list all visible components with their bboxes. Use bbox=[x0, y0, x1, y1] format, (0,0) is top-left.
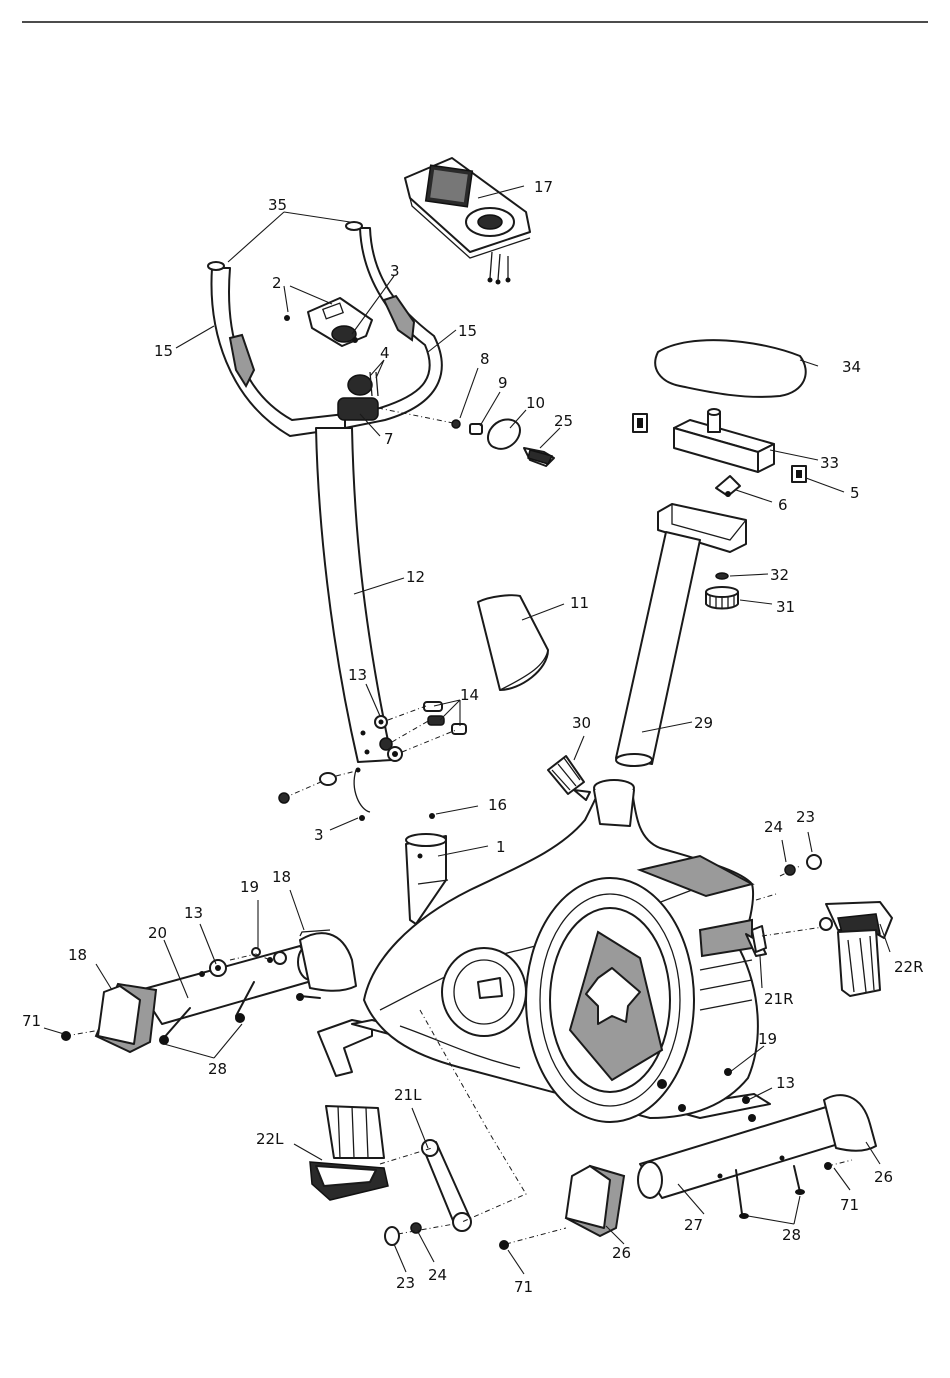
handle-knob-hardware bbox=[378, 408, 554, 466]
label-19-right: 19 bbox=[758, 1030, 777, 1048]
label-10: 10 bbox=[526, 394, 545, 412]
label-23-right: 23 bbox=[796, 808, 815, 826]
label-21R: 21R bbox=[764, 990, 794, 1008]
label-28-front: 28 bbox=[208, 1060, 227, 1078]
label-27: 27 bbox=[684, 1216, 703, 1234]
label-11: 11 bbox=[570, 594, 589, 612]
label-7: 7 bbox=[384, 430, 394, 448]
seat-part bbox=[655, 340, 805, 397]
label-14: 14 bbox=[460, 686, 479, 704]
label-17: 17 bbox=[534, 178, 553, 196]
label-3-top: 3 bbox=[390, 262, 400, 280]
label-34: 34 bbox=[842, 358, 861, 376]
label-25: 25 bbox=[554, 412, 573, 430]
right-crank-part bbox=[752, 855, 830, 952]
label-9: 9 bbox=[498, 374, 508, 392]
label-71-bottom: 71 bbox=[514, 1278, 533, 1296]
seat-slider-part bbox=[633, 409, 806, 497]
tension-knob-part bbox=[548, 756, 590, 800]
label-71-left: 71 bbox=[22, 1012, 41, 1030]
label-18-right: 18 bbox=[272, 868, 291, 886]
label-28-rear: 28 bbox=[782, 1226, 801, 1244]
label-13-front: 13 bbox=[184, 904, 203, 922]
label-31: 31 bbox=[776, 598, 795, 616]
main-frame-part bbox=[318, 780, 770, 1122]
label-71-right: 71 bbox=[840, 1196, 859, 1214]
label-5: 5 bbox=[850, 484, 860, 502]
label-18-left: 18 bbox=[68, 946, 87, 964]
console-part bbox=[405, 158, 530, 285]
seat-knob-part bbox=[706, 573, 738, 609]
label-35: 35 bbox=[268, 196, 287, 214]
label-19-left: 19 bbox=[240, 878, 259, 896]
label-13-post: 13 bbox=[348, 666, 367, 684]
right-pedal-part bbox=[820, 902, 892, 996]
label-30: 30 bbox=[572, 714, 591, 732]
label-3-bottom: 3 bbox=[314, 826, 324, 844]
label-1: 1 bbox=[496, 838, 506, 856]
label-20: 20 bbox=[148, 924, 167, 942]
label-16: 16 bbox=[488, 796, 507, 814]
label-4: 4 bbox=[380, 344, 390, 362]
label-32: 32 bbox=[770, 566, 789, 584]
label-33: 33 bbox=[820, 454, 839, 472]
label-15-left: 15 bbox=[154, 342, 173, 360]
front-stabilizer-part bbox=[61, 930, 356, 1052]
label-29: 29 bbox=[694, 714, 713, 732]
label-15-right: 15 bbox=[458, 322, 477, 340]
label-26-right: 26 bbox=[874, 1168, 893, 1186]
left-pedal-part bbox=[310, 1106, 388, 1200]
label-12: 12 bbox=[406, 568, 425, 586]
label-13-rear: 13 bbox=[776, 1074, 795, 1092]
label-22L: 22L bbox=[256, 1130, 284, 1148]
label-22R: 22R bbox=[894, 958, 924, 976]
label-6: 6 bbox=[778, 496, 788, 514]
seat-post-part bbox=[616, 504, 746, 766]
label-24-right: 24 bbox=[764, 818, 783, 836]
label-2: 2 bbox=[272, 274, 282, 292]
post-cover-part bbox=[478, 595, 548, 690]
label-21L: 21L bbox=[394, 1086, 422, 1104]
label-23-left: 23 bbox=[396, 1274, 415, 1292]
label-26-left: 26 bbox=[612, 1244, 631, 1262]
label-8: 8 bbox=[480, 350, 490, 368]
label-24-left: 24 bbox=[428, 1266, 447, 1284]
handlebar-post-part bbox=[316, 428, 392, 821]
